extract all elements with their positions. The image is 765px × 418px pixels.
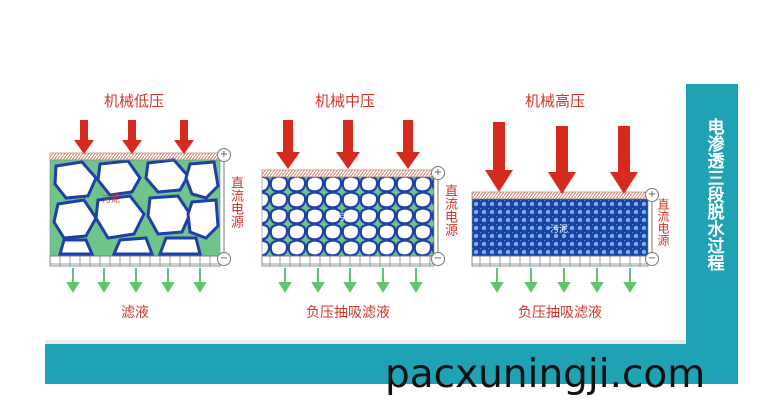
banner-vertical	[686, 84, 738, 384]
stage-1-drain-arrows	[66, 268, 207, 293]
stage-3-plus-symbol: +	[645, 188, 659, 202]
stage-2-sludge-body	[261, 176, 435, 257]
stage-1-particles	[52, 158, 220, 256]
stage-1-filter-grid	[49, 255, 221, 267]
stage-1-title: 机械低压	[103, 92, 164, 110]
stage-1-power-source-text: 直流电源	[228, 176, 243, 228]
stage-3-power-source-label: 直流电源	[656, 198, 672, 246]
stage-3-top-plate	[471, 191, 649, 200]
banner-shadow	[45, 340, 686, 344]
stage-2-power-source-text: 直流电源	[442, 184, 457, 236]
stage-1-group	[49, 120, 225, 293]
stage-3-pressure-arrows	[485, 122, 638, 194]
stage-3-group	[471, 122, 653, 293]
stage-2-filter-grid	[261, 255, 435, 267]
stage-1-minus-symbol: −	[217, 252, 231, 266]
stage-3-minus-symbol: −	[645, 252, 659, 266]
watermark-text: pacxuningji.com	[385, 352, 706, 397]
stage-3-sludge-label: 污泥	[550, 225, 569, 235]
stage-2-pressure-arrows	[276, 120, 420, 169]
banner-horizontal	[45, 344, 738, 384]
stage-1-plus-symbol: +	[217, 148, 231, 162]
stage-3-title: 机械高压	[524, 92, 585, 110]
stage-1-filtrate-label: 滤液	[121, 305, 149, 321]
stage-3-filtrate-label: 负压抽吸滤液	[518, 305, 602, 321]
stage-1-sludge-label: 污泥	[102, 195, 121, 205]
stage-2-title: 机械中压	[314, 92, 375, 110]
stage-3-sludge-body	[471, 198, 649, 257]
stage-3-drain-arrows	[490, 268, 637, 293]
stage-2-power-source-label: 直流电源	[442, 184, 458, 236]
stage-2-filtrate-label: 负压抽吸滤液	[306, 305, 390, 321]
stage-1-top-plate	[49, 152, 221, 161]
stage-2-sludge-label: 污泥	[336, 213, 355, 223]
stage-2-drain-arrows	[278, 268, 423, 293]
stage-2-group	[261, 120, 439, 293]
side-title-text: 电渗透三段脱水过程	[703, 118, 724, 271]
stage-1-pressure-arrows	[74, 120, 194, 154]
stage-3-filter-grid	[471, 255, 649, 267]
stage-2-plus-symbol: +	[431, 166, 445, 180]
stage-2-minus-symbol: −	[431, 252, 445, 266]
side-title: 电渗透三段脱水过程	[693, 118, 733, 271]
stage-2-top-plate	[261, 169, 435, 178]
stage-1-power-source-label: 直流电源	[228, 176, 244, 228]
stage-3-power-source-text: 直流电源	[656, 198, 670, 246]
